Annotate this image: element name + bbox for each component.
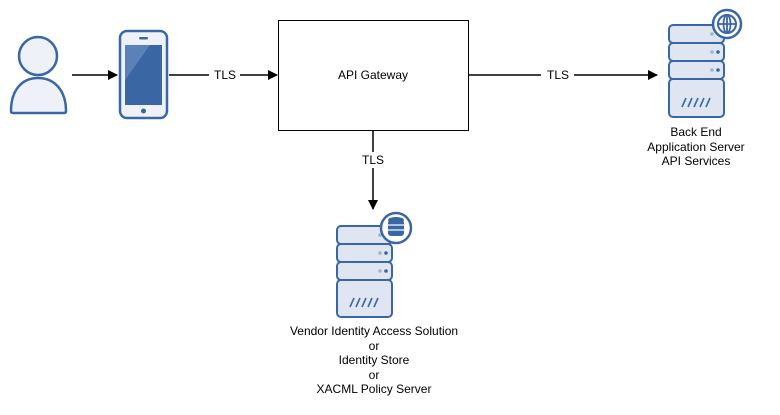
caption-line: Back End <box>670 125 722 139</box>
globe-icon <box>711 8 743 40</box>
backend-caption: Back End Application Server API Services <box>636 125 756 169</box>
caption-line: XACML Policy Server <box>316 382 432 396</box>
edge-label-tls: TLS <box>214 68 236 82</box>
edge-gateway-backend: TLS <box>469 68 658 82</box>
api-gateway-node[interactable]: API Gateway <box>278 20 469 131</box>
caption-line: Application Server <box>647 139 745 154</box>
caption-line: API Services <box>661 154 731 168</box>
api-gateway-label: API Gateway <box>338 68 408 82</box>
edge-label-tls: TLS <box>362 153 384 167</box>
identity-server-icon[interactable] <box>336 225 393 318</box>
caption-line: Identity Store <box>338 353 410 367</box>
edge-gateway-identity: TLS <box>362 131 384 210</box>
identity-caption: Vendor Identity Access Solution or Ident… <box>264 324 484 397</box>
edge-label-tls: TLS <box>547 68 569 82</box>
database-icon <box>379 211 413 245</box>
backend-server-icon[interactable] <box>668 24 725 118</box>
mobile-phone-icon[interactable] <box>118 29 169 120</box>
edge-phone-gateway: TLS <box>169 68 278 82</box>
user-icon[interactable] <box>9 35 68 115</box>
caption-line: Vendor Identity Access Solution <box>289 324 459 338</box>
caption-line: or <box>368 338 380 353</box>
caption-line: or <box>368 367 380 382</box>
